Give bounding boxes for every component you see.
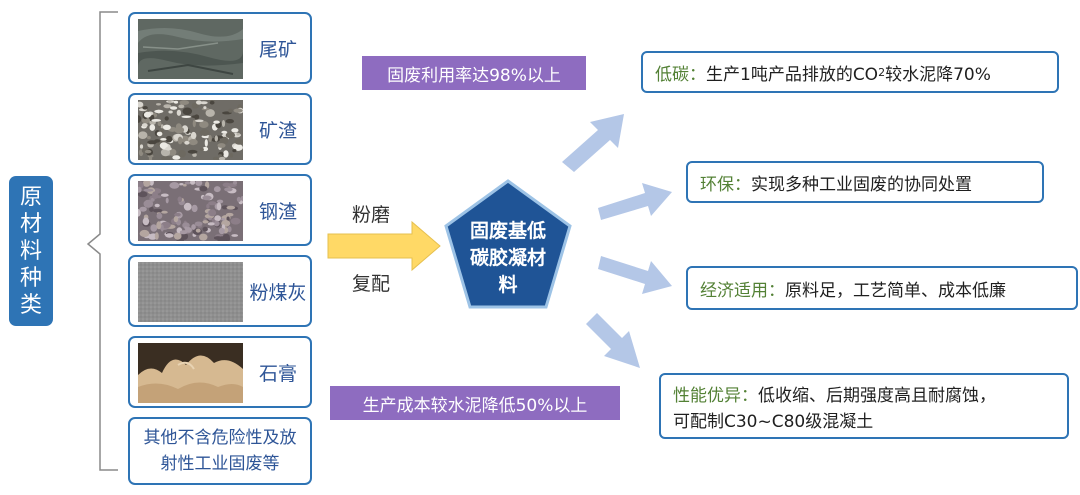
other-materials-text: 其他不含危险性及放射性工业固废等 [143,428,297,474]
material-steel-slag: 钢渣 [128,174,312,246]
material-other: 其他不含危险性及放射性工业固废等 [128,417,312,485]
center-pentagon [444,179,572,309]
arrow-to-low-carbon [562,114,624,172]
raw-material-types-text: 原材料种类 [19,184,42,318]
material-fly-ash: 粉煤灰 [128,255,312,327]
material-label-fly-ash: 粉煤灰 [249,281,307,304]
result-performance: 性能优异：低收缩、后期强度高且耐腐蚀， 可配制C30~C80级混凝土 [659,373,1069,439]
raw-material-types-label: 原材料种类 [9,176,53,326]
performance-text-line2: 可配制C30~C80级混凝土 [673,412,874,432]
process-arrow [327,220,441,272]
fly-ash-photo [138,262,243,322]
economic-text: 原料足，工艺简单、成本低廉 [785,280,1006,301]
material-slag: 矿渣 [128,93,312,165]
center-product-title: 固废基低碳胶凝材料 [469,220,546,296]
utilization-rate-badge: 固废利用率达98%以上 [362,56,586,90]
material-label-gypsum: 石膏 [258,362,297,385]
utilization-rate-text: 固废利用率达98%以上 [387,65,561,86]
result-eco: 环保： 实现多种工业固废的协同处置 [686,161,1044,203]
arrow-to-economic [598,256,672,294]
material-label-tailings: 尾矿 [258,38,297,61]
cost-reduction-badge: 生产成本较水泥降低50%以上 [330,386,620,420]
arrow-to-performance [586,313,640,368]
co2-subscript: 2 [878,65,886,79]
eco-text: 实现多种工业固废的协同处置 [751,174,972,195]
steel-slag-photo [138,181,243,241]
material-tailings: 尾矿 [128,12,312,84]
process-compounding-label: 复配 [352,273,391,295]
slag-photo [138,100,243,160]
process-grinding-label: 粉磨 [352,204,391,226]
gypsum-photo [138,343,243,403]
cost-reduction-text: 生产成本较水泥降低50%以上 [362,395,588,416]
left-brace [86,11,118,471]
material-gypsum: 石膏 [128,336,312,408]
low-carbon-key: 低碳： [655,64,706,85]
tailings-photo [138,19,243,79]
material-label-steel-slag: 钢渣 [258,200,297,223]
material-label-slag: 矿渣 [258,119,297,142]
low-carbon-text-after: 较水泥降70% [885,64,991,85]
performance-key: 性能优异： [673,386,758,406]
arrow-to-eco [598,183,672,220]
result-economic: 经济适用： 原料足，工艺简单、成本低廉 [686,266,1078,310]
low-carbon-text: 生产1吨产品排放的CO [706,64,879,85]
economic-key: 经济适用： [700,280,785,301]
eco-key: 环保： [700,174,751,195]
performance-text-line1: 低收缩、后期强度高且耐腐蚀， [758,386,996,406]
